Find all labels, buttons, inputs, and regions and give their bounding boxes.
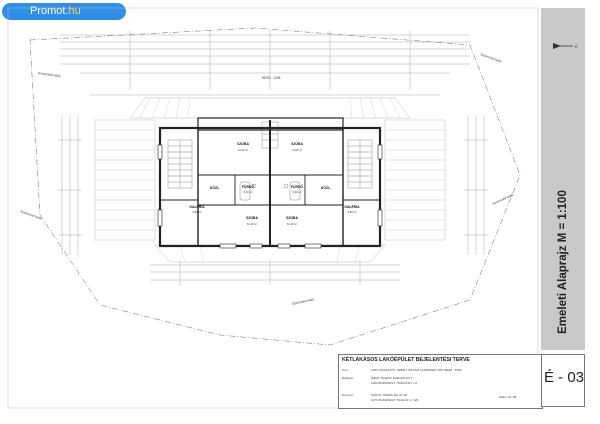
bottom-dimension-lines <box>150 260 400 285</box>
roof-top <box>129 97 411 119</box>
room-area: 9,80 m² <box>193 210 202 214</box>
staircase-center <box>261 121 279 149</box>
project-title: KÉTLAKÁSOS LAKÓÉPÜLET BEJELENTÉSI TERVE <box>342 357 470 363</box>
sheet-title: Emeleti Alaprajz M = 1:100 <box>557 190 569 334</box>
room-area: 9,80 m² <box>348 210 357 214</box>
tb-value: 1173 BUDAPEST, HAJLÁS U. 126. <box>371 398 420 402</box>
room-area: 6,40 m² <box>293 190 302 194</box>
room-area: 12,00 m² <box>292 148 302 152</box>
sheet-number-box: É - 03 <box>541 354 585 407</box>
boundary-label: Szomszéd telek <box>20 209 43 221</box>
north-letter: É <box>575 44 578 49</box>
staircase-left <box>167 139 193 189</box>
boundary-label: Szomszéd telek <box>492 193 514 206</box>
bathroom-fixtures <box>239 181 301 201</box>
tb-value: WEST INVEST EUROPA KFT. <box>371 376 413 380</box>
north-arrow-icon: É <box>553 43 578 49</box>
tb-label: Építtető: <box>342 376 354 380</box>
boundary-label: Szomszéd telek <box>480 52 503 64</box>
roof-right <box>384 119 446 241</box>
parcel-label: HRSZ.: 1006 <box>262 76 281 80</box>
sheet-number: É - 03 <box>543 369 585 386</box>
left-dimension-lines <box>58 115 82 255</box>
sheet-frame <box>7 7 539 409</box>
windows <box>157 144 383 249</box>
room-name: FÜRDŐ <box>242 184 254 189</box>
tb-date: 2021. 03. 08. <box>499 395 518 399</box>
roof-bottom <box>154 244 386 263</box>
tb-value: 2163 VÁCRÁTÓT, SZENT ISTVÁN LAKÓPARK (40… <box>371 368 462 372</box>
tb-value: SZŰCS TAMÁS É3/-21-40 <box>371 393 408 397</box>
room-name: SZOBA <box>286 216 298 220</box>
room-area: 6,40 m² <box>244 190 253 194</box>
sheet-title-band: É <box>541 8 585 350</box>
room-name: SZOBA <box>237 142 249 146</box>
boundary-label: Szomszéd telek <box>38 71 61 78</box>
boundary-labels: Szomszéd telek Szomszéd telek Szomszéd t… <box>20 52 515 306</box>
room-name: GALÉRIA <box>189 204 205 209</box>
staircase-right <box>347 139 373 189</box>
tb-label: Tervező: <box>342 393 354 397</box>
building-walls <box>158 117 382 248</box>
tb-value: 1184 BUDAPEST, HÁMVÁSI U. 8. <box>371 381 418 385</box>
top-dimension-lines <box>60 30 470 96</box>
tb-label: Cím: <box>342 368 349 372</box>
room-name: KÖZL. <box>210 185 220 190</box>
roof-left <box>94 119 156 241</box>
room-name: KÖZL. <box>321 185 331 190</box>
room-labels: SZOBA 12,00 m² SZOBA 12,00 m² SZOBA 11,4… <box>189 142 360 226</box>
room-area: 11,40 m² <box>247 222 257 226</box>
plot-boundary <box>29 27 521 346</box>
room-name: FÜRDŐ <box>291 184 303 189</box>
room-name: GALÉRIA <box>344 204 360 209</box>
title-block: KÉTLAKÁSOS LAKÓÉPÜLET BEJELENTÉSI TERVE … <box>338 354 543 409</box>
right-dimension-lines <box>464 115 488 255</box>
room-name: SZOBA <box>246 216 258 220</box>
boundary-label: Szomszéd telek <box>291 297 314 306</box>
room-area: 12,00 m² <box>238 148 248 152</box>
room-area: 11,40 m² <box>287 222 297 226</box>
room-name: SZOBA <box>291 142 303 146</box>
